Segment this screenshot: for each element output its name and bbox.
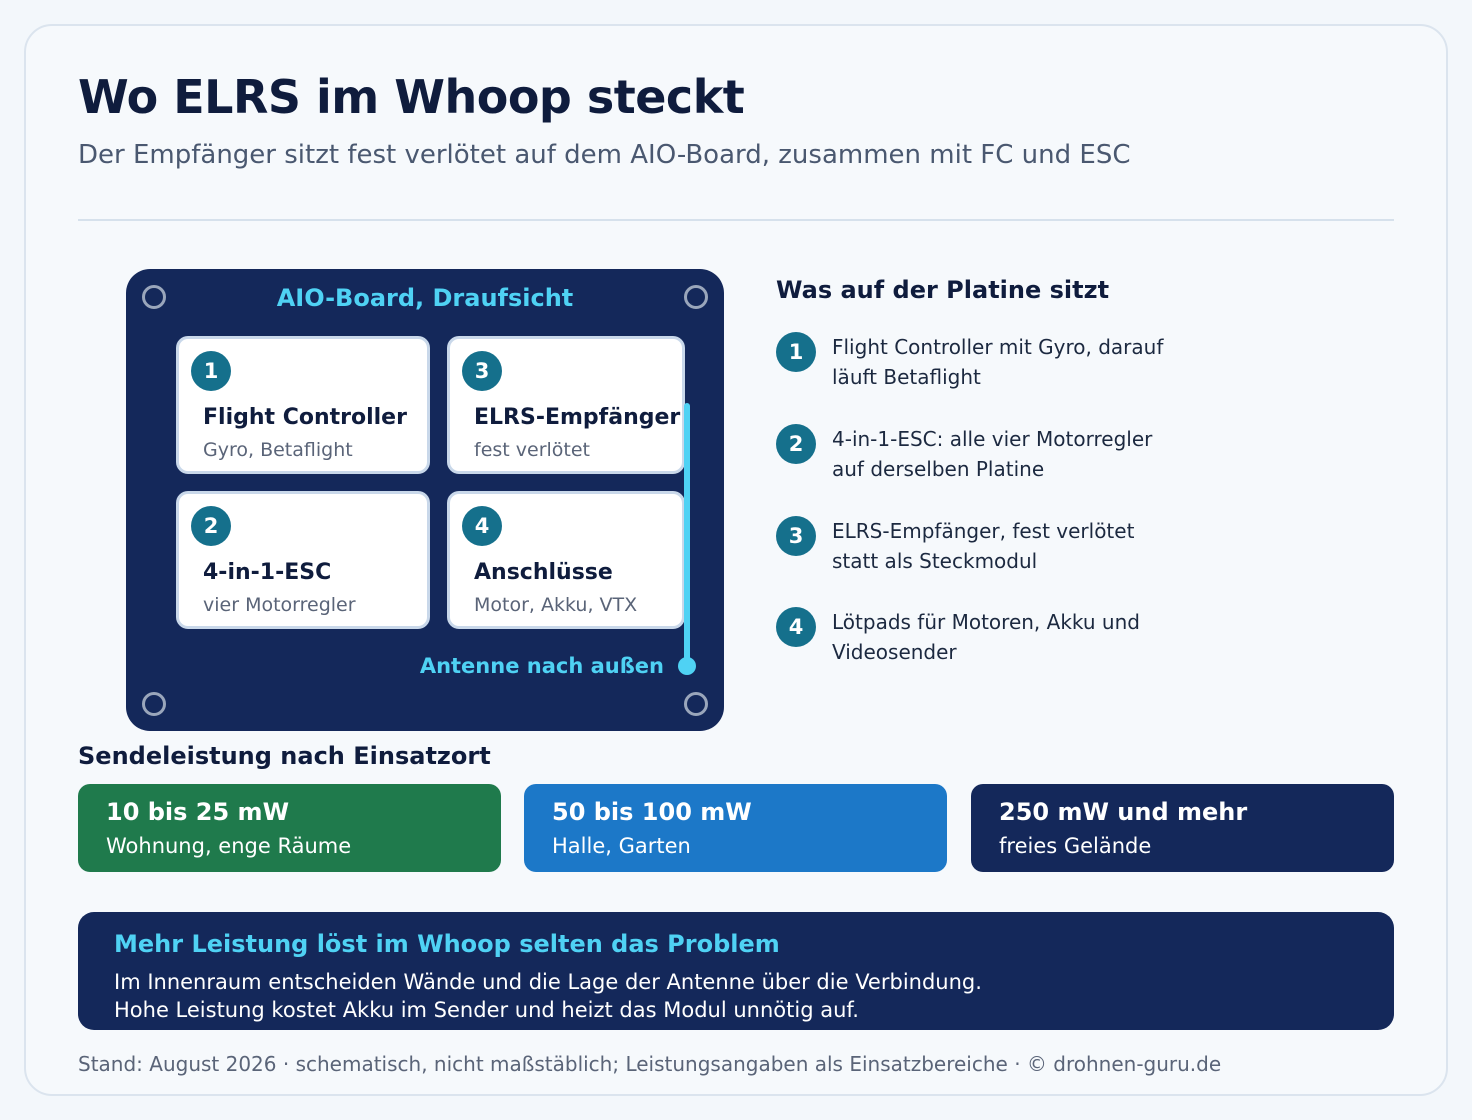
legend-line: auf derselben Platine — [832, 457, 1045, 481]
legend-text: Lötpads für Motoren, Akku und Videosende… — [832, 607, 1232, 667]
mounting-hole-icon — [142, 285, 166, 309]
antenna-wire — [684, 403, 690, 665]
mounting-hole-icon — [142, 692, 166, 716]
power-tile-hall: 50 bis 100 mW Halle, Garten — [524, 784, 947, 872]
page-subtitle: Der Empfänger sitzt fest verlötet auf de… — [78, 140, 1131, 170]
power-tile-indoor: 10 bis 25 mW Wohnung, enge Räume — [78, 784, 501, 872]
legend-line: Flight Controller mit Gyro, darauf — [832, 335, 1164, 359]
module-title: Flight Controller — [203, 405, 407, 430]
legend-line: läuft Betaflight — [832, 365, 981, 389]
module-flight-controller: 1 Flight Controller Gyro, Betaflight — [176, 336, 430, 474]
module-number-badge: 1 — [191, 351, 231, 391]
module-title: 4-in-1-ESC — [203, 560, 332, 585]
module-subtitle: fest verlötet — [474, 439, 591, 461]
module-number-badge: 3 — [462, 351, 502, 391]
module-title: ELRS-Empfänger — [474, 405, 681, 430]
mounting-hole-icon — [684, 692, 708, 716]
power-place: Wohnung, enge Räume — [106, 834, 352, 858]
legend-number-badge: 4 — [776, 607, 816, 647]
module-number-badge: 2 — [191, 506, 231, 546]
module-connectors: 4 Anschlüsse Motor, Akku, VTX — [447, 491, 685, 629]
legend-line: Lötpads für Motoren, Akku und — [832, 610, 1140, 634]
info-note: Mehr Leistung löst im Whoop selten das P… — [78, 912, 1394, 1030]
module-esc: 2 4-in-1-ESC vier Motorregler — [176, 491, 430, 629]
legend-number-badge: 1 — [776, 332, 816, 372]
legend-item: 3 ELRS-Empfänger, fest verlötet statt al… — [776, 516, 1396, 586]
note-line: Hohe Leistung kostet Akku im Sender und … — [114, 998, 859, 1022]
module-subtitle: Motor, Akku, VTX — [474, 594, 638, 616]
legend-text: 4-in-1-ESC: alle vier Motorregler auf de… — [832, 424, 1232, 484]
legend-line: 4-in-1-ESC: alle vier Motorregler — [832, 427, 1153, 451]
antenna-tip-icon — [678, 657, 696, 675]
power-place: freies Gelände — [999, 834, 1152, 858]
mounting-hole-icon — [684, 285, 708, 309]
legend-item: 1 Flight Controller mit Gyro, darauf läu… — [776, 332, 1396, 402]
legend-number-badge: 2 — [776, 424, 816, 464]
power-value: 10 bis 25 mW — [106, 798, 290, 826]
module-elrs-receiver: 3 ELRS-Empfänger fest verlötet — [447, 336, 685, 474]
legend-item: 4 Lötpads für Motoren, Akku und Videosen… — [776, 607, 1396, 677]
power-place: Halle, Garten — [552, 834, 691, 858]
module-title: Anschlüsse — [474, 560, 613, 585]
legend-line: statt als Steckmodul — [832, 549, 1038, 573]
legend-number-badge: 3 — [776, 516, 816, 556]
power-tile-open-field: 250 mW und mehr freies Gelände — [971, 784, 1394, 872]
power-value: 50 bis 100 mW — [552, 798, 752, 826]
page-title: Wo ELRS im Whoop steckt — [78, 70, 745, 124]
module-subtitle: Gyro, Betaflight — [203, 439, 353, 461]
legend-line: Videosender — [832, 640, 957, 664]
legend-text: ELRS-Empfänger, fest verlötet statt als … — [832, 516, 1232, 576]
legend-text: Flight Controller mit Gyro, darauf läuft… — [832, 332, 1232, 392]
footer-credits: Stand: August 2026 · schematisch, nicht … — [78, 1052, 1222, 1076]
legend-line: ELRS-Empfänger, fest verlötet — [832, 519, 1135, 543]
note-line: Im Innenraum entscheiden Wände und die L… — [114, 970, 982, 994]
legend-title: Was auf der Platine sitzt — [776, 276, 1110, 304]
legend-item: 2 4-in-1-ESC: alle vier Motorregler auf … — [776, 424, 1396, 494]
module-number-badge: 4 — [462, 506, 502, 546]
power-value: 250 mW und mehr — [999, 798, 1248, 826]
header-divider — [78, 219, 1394, 221]
antenna-label: Antenne nach außen — [419, 654, 664, 678]
board-title: AIO-Board, Draufsicht — [276, 284, 574, 312]
module-subtitle: vier Motorregler — [203, 594, 356, 616]
power-section-title: Sendeleistung nach Einsatzort — [78, 742, 491, 770]
note-title: Mehr Leistung löst im Whoop selten das P… — [114, 930, 780, 958]
